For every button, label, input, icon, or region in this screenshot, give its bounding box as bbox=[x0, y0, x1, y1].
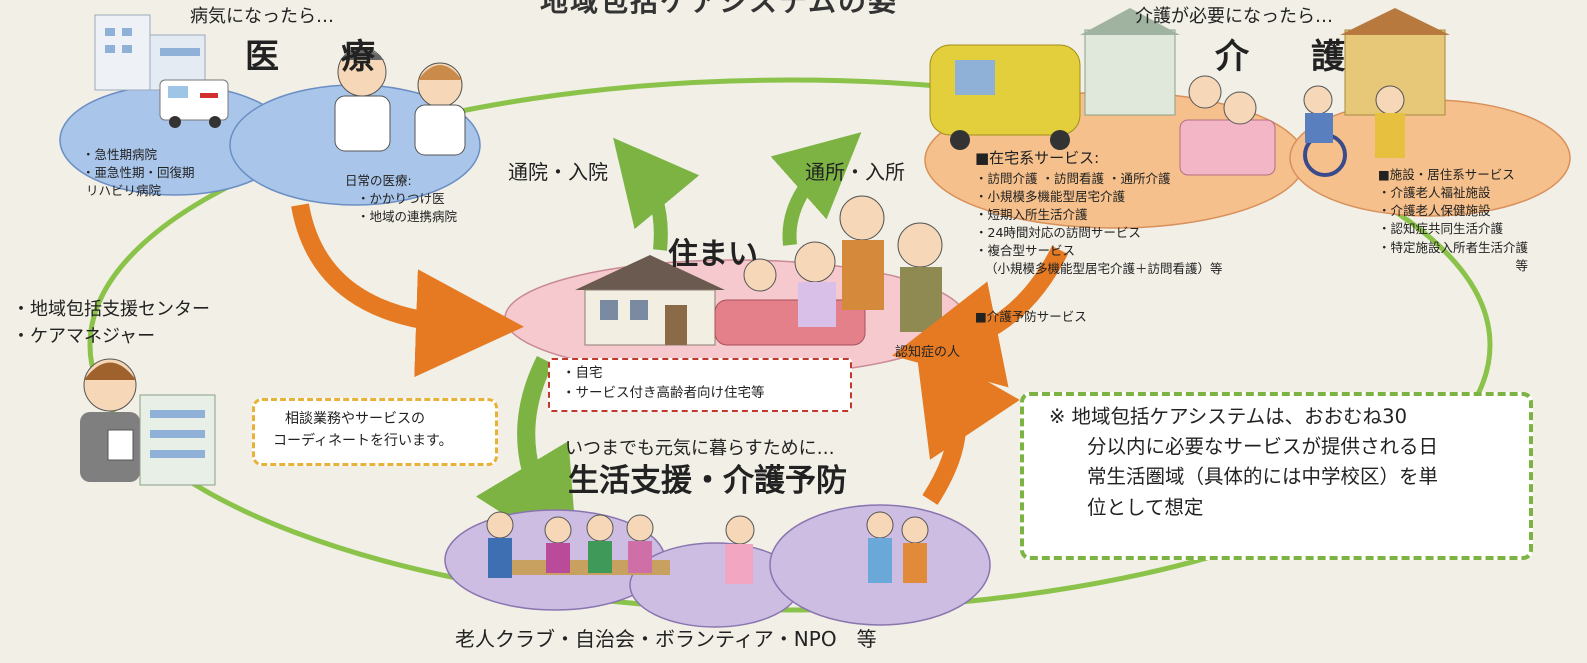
scope-note-line: 位として想定 bbox=[1087, 495, 1204, 519]
facility-item: ・介護老人保健施設 bbox=[1378, 203, 1491, 219]
housing-item: ・サービス付き高齢者向け住宅等 bbox=[562, 385, 765, 401]
hospital-flow-label: 通院・入院 bbox=[508, 160, 608, 184]
home-service-item: ・短期入所生活介護 bbox=[975, 207, 1088, 222]
diagram-title: 地域包括ケアシステムの姿 bbox=[540, 0, 899, 18]
community-groups-label: 老人クラブ・自治会・ボランティア・NPO 等 bbox=[455, 627, 877, 651]
community-ring bbox=[87, 77, 1493, 613]
medical-to-home-arrow bbox=[291, 203, 524, 378]
scope-note-line: ※ 地域包括ケアシステムは、おおむね30 bbox=[1049, 405, 1407, 428]
support-center-list: ・地域包括支援センター ・ケアマネジャー bbox=[12, 296, 210, 350]
support-center-item: ・ケアマネジャー bbox=[12, 326, 156, 347]
dementia-label: 認知症の人 bbox=[895, 345, 961, 360]
seniors-group-icon bbox=[486, 511, 929, 584]
family-icon bbox=[714, 195, 943, 346]
facility-item: ・特定施設入所者生活介護 bbox=[1378, 239, 1529, 255]
life-support-heading: 生活支援・介護予防 bbox=[568, 463, 847, 499]
support-bubble: 相談業務やサービスの コーディネートを行います。 bbox=[252, 398, 498, 466]
facility-title: ■施設・居住系サービス bbox=[1378, 167, 1515, 182]
housing-title: 住まい bbox=[668, 237, 758, 272]
prevention-service-label: ■介護予防サービス bbox=[975, 309, 1087, 324]
home-services-block: ■在宅系サービス: ・訪問介護 ・訪問看護 ・通所介護 ・小規模多機能型居宅介護… bbox=[975, 148, 1223, 279]
scope-note: ※ 地域包括ケアシステムは、おおむね30 分以内に必要なサービスが提供される日 … bbox=[1049, 402, 1438, 523]
hospital-item: リハビリ病院 bbox=[86, 183, 162, 199]
support-center-building-icon bbox=[139, 394, 216, 486]
facility-etc: 等 bbox=[1515, 257, 1529, 273]
care-trigger: 介護が必要になったら… bbox=[1135, 6, 1333, 27]
ambulance-icon bbox=[159, 79, 229, 128]
housing-item: ・自宅 bbox=[562, 365, 603, 381]
home-service-item: ・訪問介護 ・訪問看護 ・通所介護 bbox=[975, 170, 1171, 186]
care-van-icon bbox=[929, 44, 1081, 150]
daily-medical-item: ・地域の連携病院 bbox=[357, 209, 458, 225]
hospital-item: ・亜急性期・回復期 bbox=[82, 165, 195, 181]
bath-care-icon bbox=[1179, 75, 1276, 176]
facility-services-block: ■施設・居住系サービス ・介護老人福祉施設 ・介護老人保健施設 ・認知症共同生活… bbox=[1378, 166, 1528, 275]
scope-note-line: 分以内に必要なサービスが提供される日 bbox=[1087, 435, 1439, 459]
scope-note-box: ※ 地域包括ケアシステムは、おおむね30 分以内に必要なサービスが提供される日 … bbox=[1020, 392, 1533, 560]
hospital-item: ・急性期病院 bbox=[82, 147, 158, 162]
care-manager-icon bbox=[80, 358, 140, 482]
wheelchair-icon bbox=[1303, 85, 1405, 177]
daily-medical-block: 日常の医療: ・かかりつけ医 ・地域の連携病院 bbox=[345, 172, 457, 226]
support-bubble-line: コーディネートを行います。 bbox=[273, 433, 453, 449]
home-service-item: （小規模多機能型居宅介護＋訪問看護）等 bbox=[985, 261, 1223, 277]
life-support-lead: いつまでも元気に暮らすために… bbox=[565, 438, 835, 459]
daily-medical-item: ・かかりつけ医 bbox=[357, 191, 445, 207]
hospital-building-icon bbox=[94, 14, 206, 91]
home-to-care-arrow bbox=[770, 132, 862, 246]
facility-item: ・介護老人福祉施設 bbox=[1378, 185, 1491, 201]
doctor-icon bbox=[334, 47, 391, 152]
home-to-life-arrow bbox=[475, 355, 578, 562]
daily-medical-title: 日常の医療: bbox=[345, 173, 412, 188]
life-to-home-arrow bbox=[915, 340, 1020, 505]
home-service-item: ・複合型サービス bbox=[975, 243, 1076, 259]
home-services-title: ■在宅系サービス: bbox=[975, 149, 1100, 167]
support-bubble-line: 相談業務やサービスの bbox=[285, 411, 425, 427]
facility-flow-label: 通所・入所 bbox=[805, 160, 905, 184]
hospital-list: ・急性期病院 ・亜急性期・回復期 リハビリ病院 bbox=[82, 146, 195, 200]
support-center-item: ・地域包括支援センター bbox=[12, 299, 210, 320]
facility-item: ・認知症共同生活介護 bbox=[1378, 221, 1504, 237]
home-service-item: ・小規模多機能型居宅介護 bbox=[975, 188, 1126, 204]
housing-type-box: ・自宅 ・サービス付き高齢者向け住宅等 bbox=[548, 358, 852, 412]
nurse-icon bbox=[414, 62, 466, 156]
home-service-item: ・24時間対応の訪問サービス bbox=[975, 225, 1141, 241]
medical-heading: 医 療 bbox=[245, 37, 389, 77]
scope-note-line: 常生活圏域（具体的には中学校区）を単 bbox=[1087, 465, 1439, 489]
house-icon bbox=[575, 255, 725, 346]
care-heading: 介 護 bbox=[1215, 37, 1359, 77]
home-to-medical-arrow bbox=[613, 137, 700, 251]
medical-trigger: 病気になったら… bbox=[190, 6, 334, 27]
